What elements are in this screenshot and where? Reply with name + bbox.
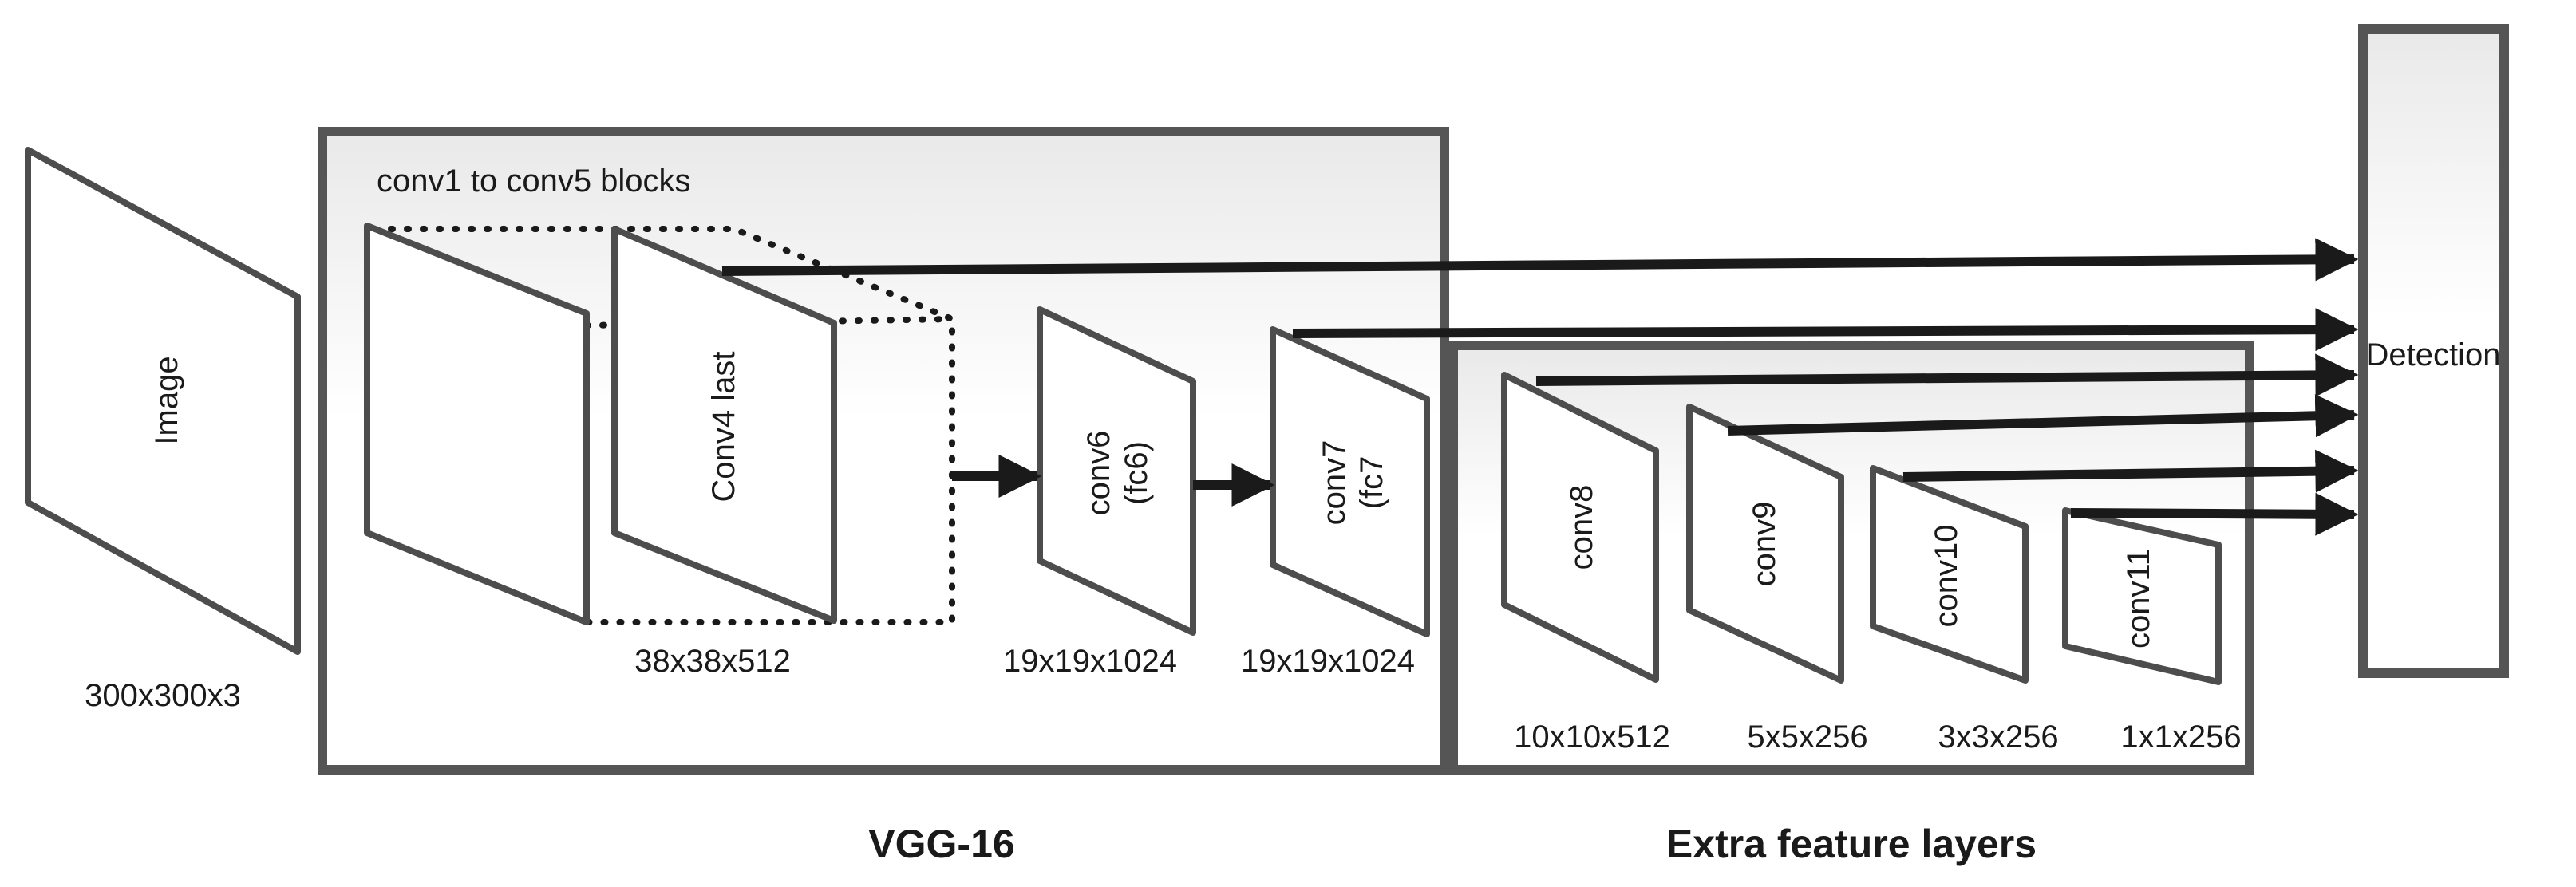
detection-label: Detection: [2366, 337, 2501, 373]
conv8-dims-label: 10x10x512: [1514, 719, 1670, 755]
input-image-layer: Image: [25, 147, 301, 655]
conv9-label: conv9: [1747, 502, 1782, 587]
conv9-dims-label: 5x5x256: [1747, 719, 1867, 755]
conv10-to-detection-arrow: [1902, 449, 2359, 493]
conv7-to-detection-arrow: [1292, 308, 2359, 352]
conv9-layer: conv9: [1686, 404, 1844, 684]
conv7-label-line2: (fc7: [1354, 456, 1389, 510]
conv7-label-line1: conv7: [1317, 440, 1352, 526]
conv8-layer: conv8: [1501, 372, 1659, 683]
conv8-to-detection-arrow: [1535, 353, 2359, 397]
conv4-label: Conv4 last: [706, 352, 741, 503]
conv10-dims-label: 3x3x256: [1938, 719, 2058, 755]
image-label: Image: [149, 356, 184, 444]
conv4-to-detection-arrow: [721, 238, 2359, 282]
conv7-dims-label: 19x19x1024: [1241, 644, 1415, 679]
conv11-dims-label: 1x1x256: [2120, 719, 2241, 755]
conv6-label-line2: (fc6): [1119, 441, 1154, 505]
conv11-to-detection-arrow: [2070, 492, 2359, 536]
conv4-layer: Conv4 last: [611, 226, 837, 624]
conv10-layer: conv10: [1870, 465, 2029, 684]
conv6-dims-label: 19x19x1024: [1003, 644, 1177, 679]
detection-box: [2358, 24, 2509, 678]
conv10-label: conv10: [1929, 525, 1964, 628]
conv11-layer: conv11: [2062, 507, 2222, 685]
conv-block-layer: [364, 223, 590, 625]
conv6-layer: conv6 (fc6): [1037, 306, 1196, 636]
extra-layers-title: Extra feature layers: [1666, 822, 2037, 866]
input-dims-label: 300x300x3: [85, 678, 241, 713]
conv-blocks-label: conv1 to conv5 blocks: [377, 164, 691, 199]
vgg16-title: VGG-16: [868, 822, 1014, 866]
conv9-to-detection-arrow: [1727, 394, 2359, 438]
conv6-label-line1: conv6: [1081, 431, 1116, 516]
conv8-label: conv8: [1564, 485, 1599, 570]
conv4-dims-label: 38x38x512: [634, 644, 791, 679]
conv7-layer: conv7 (fc7: [1270, 326, 1430, 637]
conv11-label: conv11: [2121, 548, 2156, 648]
